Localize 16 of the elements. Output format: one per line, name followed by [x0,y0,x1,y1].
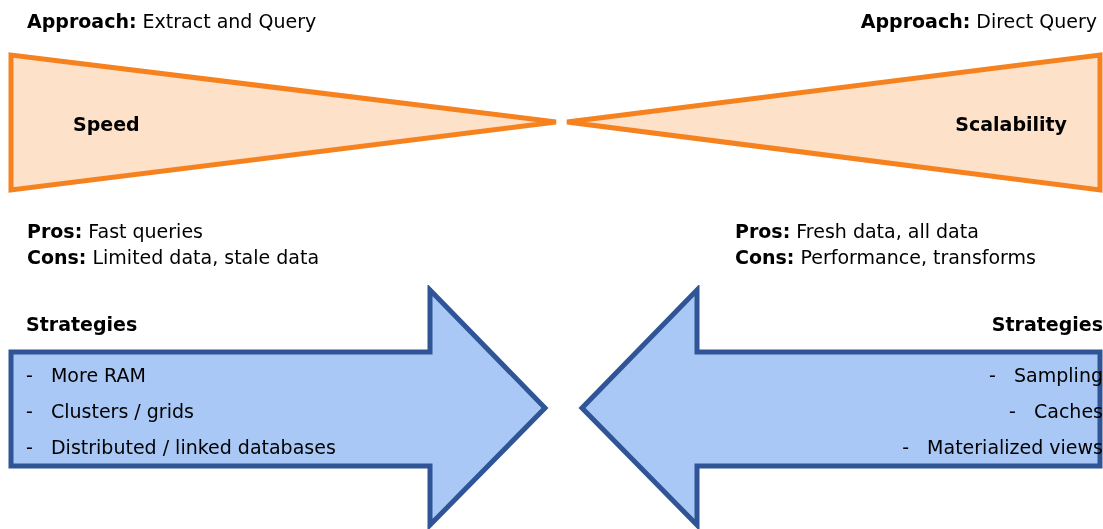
text-label: Pros: Fast queries [27,219,203,243]
list-item: - Distributed / linked databases [26,435,336,459]
text-label: Cons: Performance, transforms [735,245,1036,269]
text-label: Approach: Extract and Query [27,9,317,33]
heading-label: Strategies [26,312,138,336]
heading-label: Strategies [991,312,1103,336]
list-item: - More RAM [26,363,146,387]
list-item: - Clusters / grids [26,399,194,423]
text-label: Approach: Direct Query [860,9,1097,33]
text-label: Pros: Fresh data, all data [735,219,979,243]
shape-label: Speed [73,112,140,136]
shape-label: Scalability [955,112,1067,136]
list-item: - Materialized views [902,435,1103,459]
text-label: Cons: Limited data, stale data [27,245,320,269]
list-item: - Sampling [989,363,1103,387]
list-item: - Caches [1009,399,1103,423]
